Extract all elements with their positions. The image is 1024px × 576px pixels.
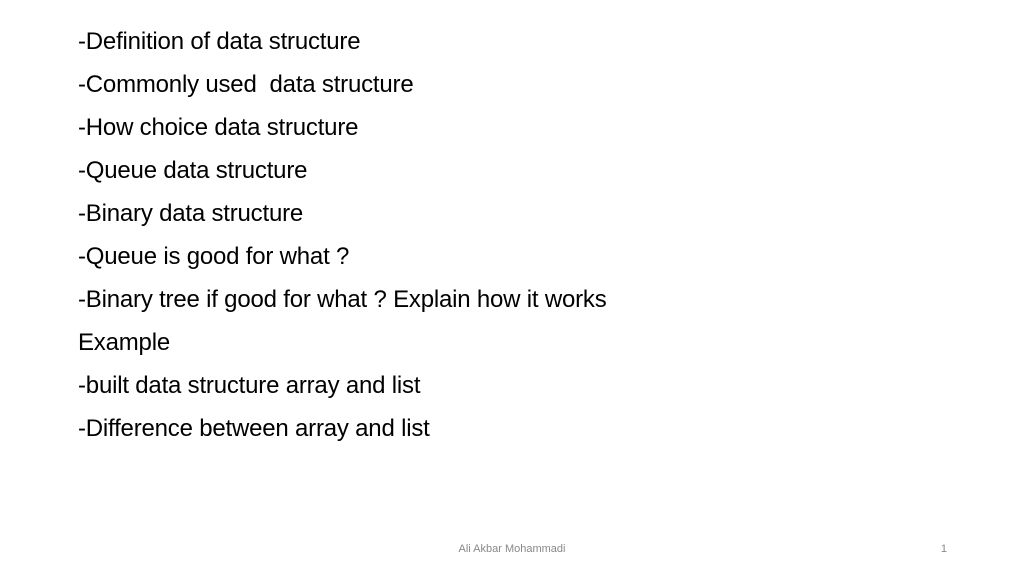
list-item-binary: -Binary data structure [78, 200, 304, 227]
list-item-commonly-used: -Commonly used data structure [78, 71, 414, 98]
slide-page-number: 1 [940, 543, 947, 555]
list-item-difference-array-list: -Difference between array and list [78, 415, 430, 442]
list-item-queue: -Queue data structure [78, 157, 308, 184]
footer-author: Ali Akbar Mohammadi [458, 543, 566, 555]
list-item-built-array-list: -built data structure array and list [78, 372, 421, 399]
list-item-how-choice: -How choice data structure [78, 114, 359, 141]
list-item-example: Example [78, 329, 170, 356]
list-item-binary-tree-good-for: -Binary tree if good for what ? Explain … [78, 286, 607, 313]
content-list: -Definition of data structure -Commonly … [78, 20, 978, 450]
list-item-queue-good-for: -Queue is good for what ? [78, 243, 350, 270]
list-item-definition: -Definition of data structure [78, 28, 361, 55]
